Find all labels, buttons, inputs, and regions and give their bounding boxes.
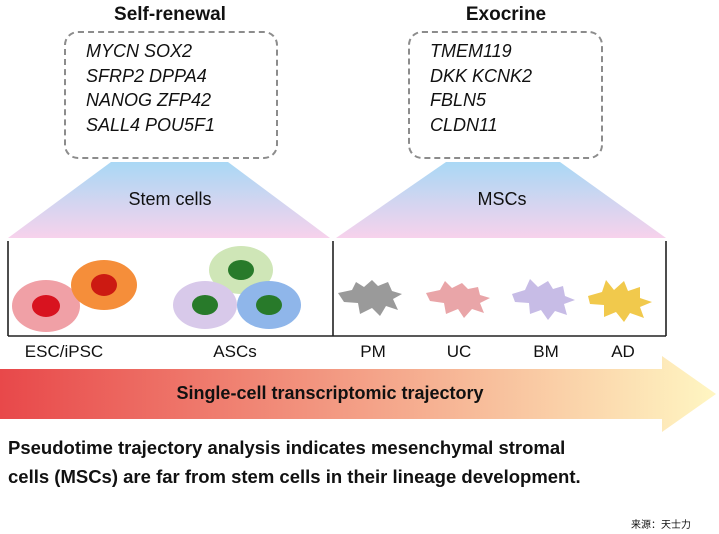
stem-cells-trapezoid (8, 162, 330, 238)
panel-frame (7, 241, 667, 337)
asc-purple-nucleus (192, 295, 218, 315)
esc-red-nucleus (32, 295, 60, 317)
gene-row: SFRP2 DPPA4 (86, 65, 207, 86)
source-caption: 来源：天士力 (631, 520, 691, 531)
msc-bm-cell (512, 279, 575, 320)
summary-line-2: cells (MSCs) are far from stem cells in … (8, 466, 581, 487)
gene-row: FBLN5 (430, 90, 487, 110)
exocrine-gene-box: TMEM119 DKK KCNK2 FBLN5 CLDN11 (408, 31, 603, 159)
pm-label: PM (360, 342, 386, 361)
gene-row: CLDN11 (430, 114, 498, 135)
summary-line-1: Pseudotime trajectory analysis indicates… (8, 437, 566, 458)
mscs-trapezoid (336, 162, 666, 238)
esc-ipsc-label: ESC/iPSC (24, 342, 104, 361)
trajectory-arrow (0, 356, 716, 432)
msc-ad-cell (588, 280, 652, 322)
msc-pm-cell (338, 280, 402, 316)
esc-orange-nucleus (91, 274, 117, 296)
ascs-label: ASCs (213, 342, 257, 361)
stem-cells-label: Stem cells (128, 189, 212, 209)
asc-cells (173, 246, 301, 329)
trajectory-arrow-label: Single-cell transcriptomic trajectory (176, 383, 484, 403)
gene-row: NANOG ZFP42 (86, 90, 212, 110)
gene-row: MYCN SOX2 (86, 41, 193, 61)
exocrine-heading: Exocrine (465, 4, 547, 25)
asc-blue-nucleus (256, 295, 282, 315)
self-renewal-heading: Self-renewal (114, 4, 226, 25)
asc-green-nucleus (228, 260, 254, 280)
gene-row: DKK KCNK2 (430, 65, 533, 86)
msc-uc-cell (426, 281, 490, 318)
bm-label: BM (533, 342, 559, 361)
gene-row: SALL4 POU5F1 (86, 114, 216, 135)
ad-label: AD (611, 342, 635, 361)
msc-cells (338, 279, 652, 322)
uc-label: UC (446, 342, 472, 361)
gene-row: TMEM119 (430, 41, 512, 61)
esc-ipsc-cells (12, 260, 137, 332)
self-renewal-gene-box: MYCN SOX2 SFRP2 DPPA4 NANOG ZFP42 SALL4 … (64, 31, 278, 159)
mscs-label: MSCs (477, 189, 527, 209)
